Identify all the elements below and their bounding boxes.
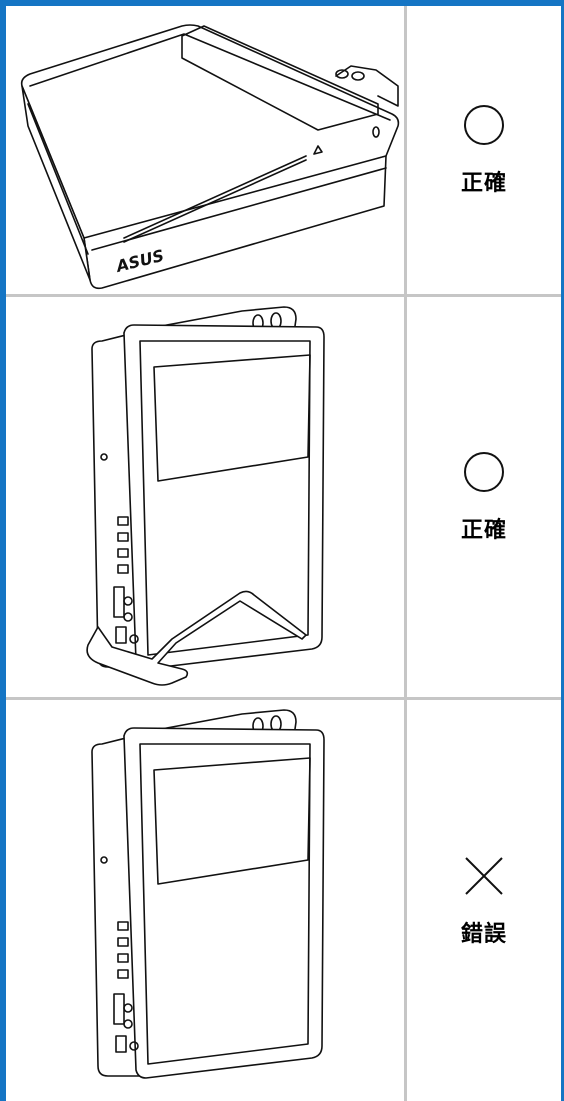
verdict-label: 正確 [460,171,507,196]
horizontal-placement-illustration: ASUS [6,6,404,294]
row-divider-1 [6,294,561,297]
row-1-verdict: 正確 [407,6,561,294]
row-2-verdict: 正確 [407,297,561,697]
table-top-border [0,0,564,6]
row-divider-2 [6,697,561,700]
circle-icon [464,105,504,145]
verdict-label: 正確 [460,518,507,543]
row-3-verdict: 錯誤 [407,700,561,1101]
cross-icon [465,856,503,895]
vertical-placement-with-stand-illustration [6,297,404,697]
circle-icon [464,452,504,492]
table-left-border [0,0,6,1101]
vertical-placement-without-stand-illustration [6,700,404,1101]
column-divider [404,6,407,1101]
verdict-label: 錯誤 [460,921,507,947]
table-right-border [561,0,564,1101]
